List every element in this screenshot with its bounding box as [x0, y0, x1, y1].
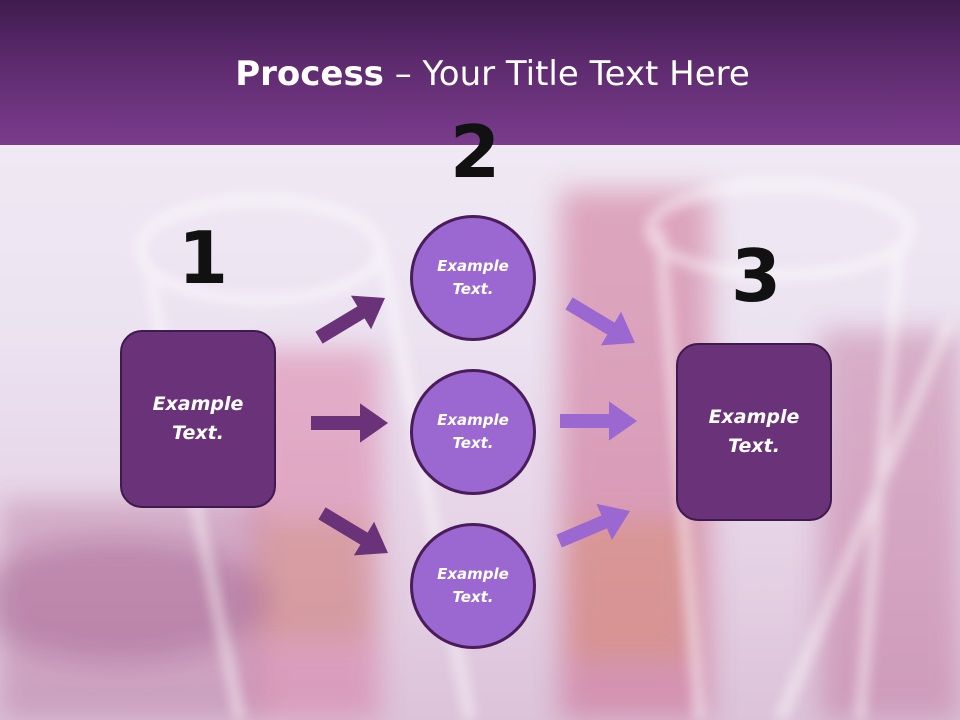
- arrow-up-right-icon: [556, 503, 630, 548]
- circle-top-text: Example Text.: [437, 257, 509, 298]
- left-arrows: [311, 295, 388, 556]
- arrow-down-right-icon: [318, 507, 388, 556]
- circle-middle: Example Text.: [410, 369, 536, 495]
- left-text-box: Example Text.: [120, 330, 276, 508]
- step-1-number: 1: [178, 216, 229, 300]
- left-box-text: Example Text.: [152, 393, 244, 444]
- circle-middle-text: Example Text.: [437, 411, 509, 452]
- circle-bottom: Example Text.: [410, 523, 536, 649]
- title-rest-part: – Your Title Text Here: [383, 54, 750, 94]
- right-text-box: Example Text.: [676, 343, 832, 521]
- right-arrows: [556, 297, 637, 548]
- arrow-right-icon: [311, 403, 388, 443]
- right-box-text: Example Text.: [708, 406, 800, 457]
- title-bar: [0, 0, 960, 145]
- step-2-number: 2: [450, 110, 501, 194]
- arrow-down-right-icon: [565, 297, 635, 346]
- arrow-right-icon: [560, 401, 637, 441]
- circle-bottom-text: Example Text.: [437, 565, 509, 606]
- slide-title: Process – Your Title Text Here: [0, 52, 960, 96]
- title-bold-part: Process: [235, 54, 384, 94]
- circle-top: Example Text.: [410, 215, 536, 341]
- arrow-up-right-icon: [315, 295, 385, 344]
- step-3-number: 3: [731, 234, 782, 318]
